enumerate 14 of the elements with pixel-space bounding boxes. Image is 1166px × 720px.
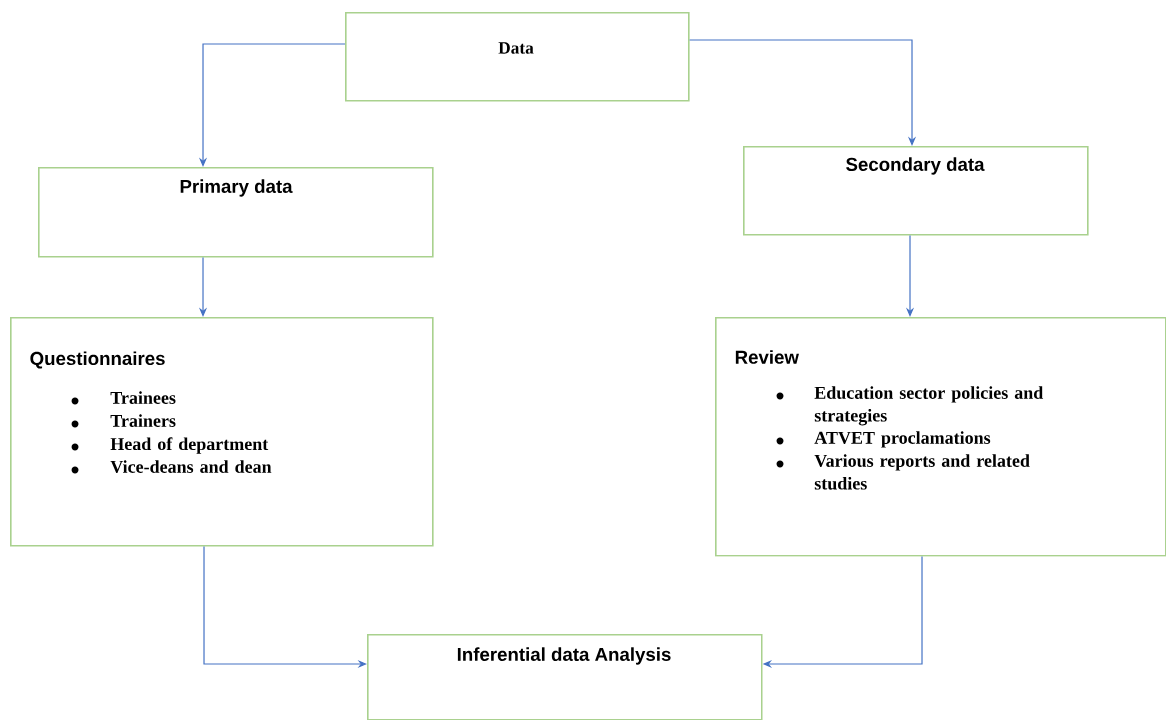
list-item: Head of department: [71, 437, 269, 454]
arrow: [689, 39, 917, 146]
list-item: Education sector policies and strategies: [776, 386, 1044, 426]
box-heading: Data: [498, 42, 534, 54]
box-heading: Inferential data Analysis: [457, 647, 671, 665]
box-heading: Questionnaires: [30, 351, 165, 369]
box-heading: Secondary data: [846, 157, 985, 175]
box-heading: Primary data: [180, 179, 293, 197]
list-item: Vice-deans and dean: [71, 460, 272, 474]
list-item: Trainees: [71, 391, 176, 405]
list-item: Various reports and related studies: [776, 454, 1030, 490]
box-heading: Review: [735, 350, 799, 364]
list-item: ATVET proclamations: [776, 431, 991, 448]
list-item: Trainers: [71, 414, 176, 428]
